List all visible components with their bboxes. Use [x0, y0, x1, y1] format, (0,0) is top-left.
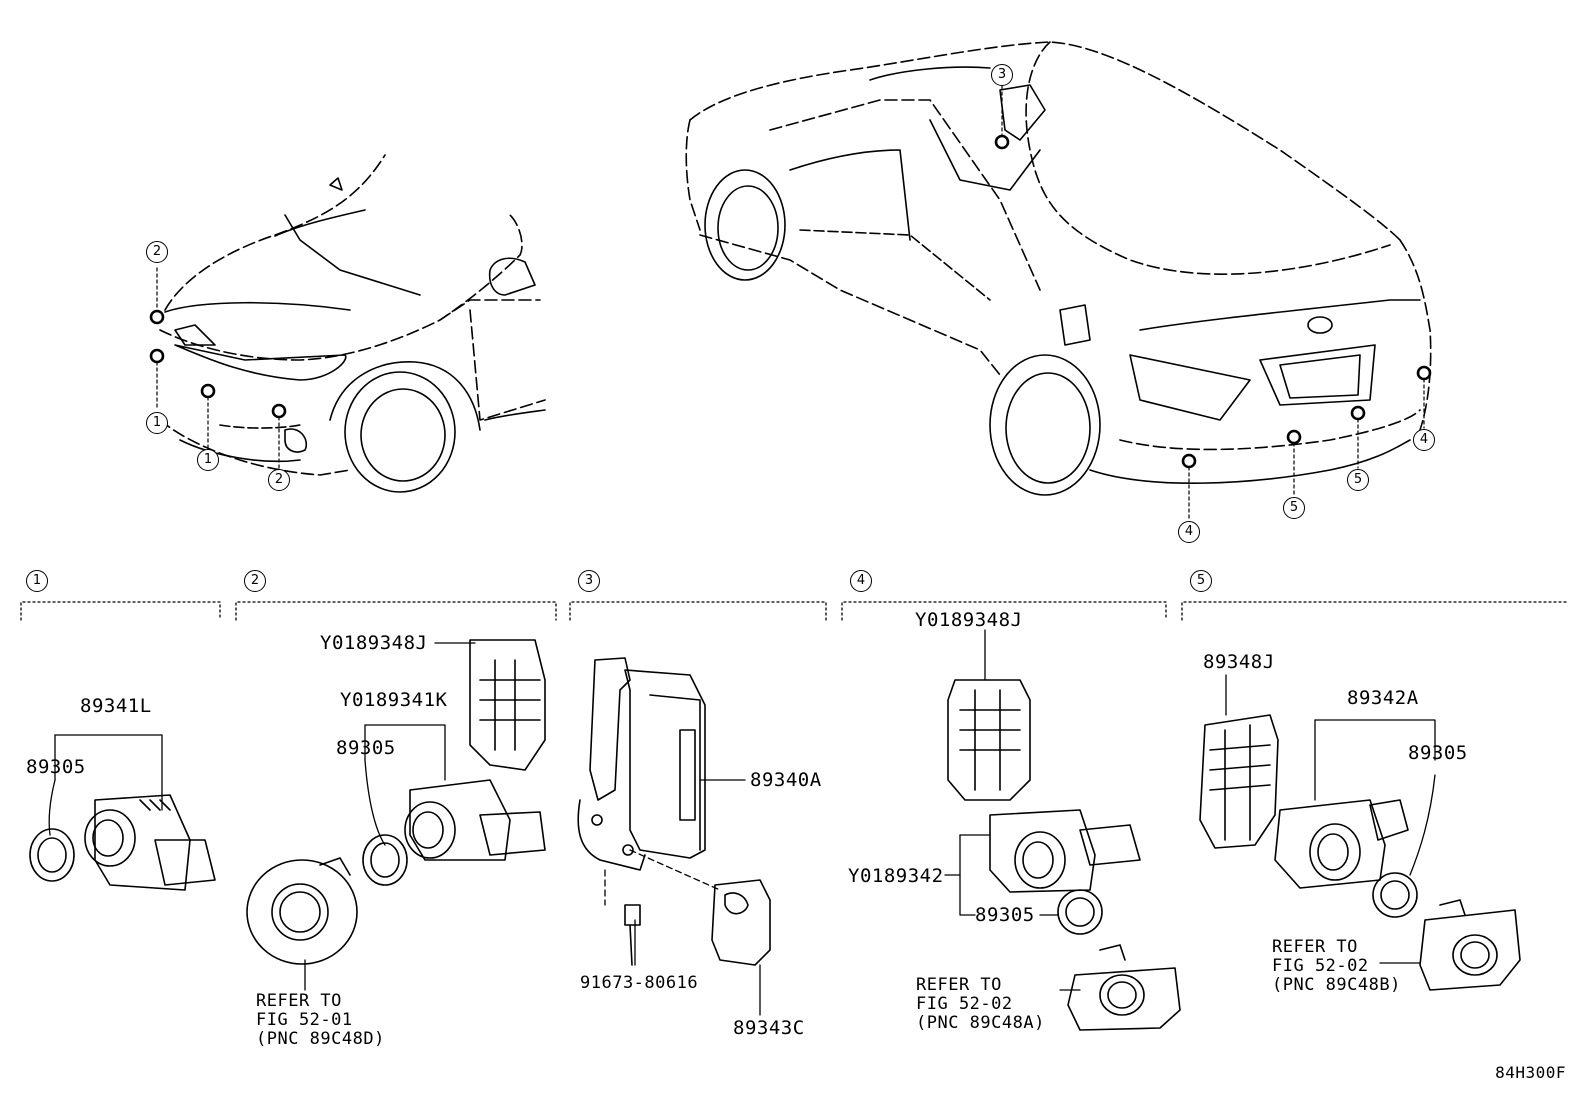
part-label-91673-80616: 91673-80616 [580, 973, 699, 993]
ref-s5-line2: FIG 52-02 [1272, 956, 1369, 976]
section-marker-3: 3 [578, 570, 600, 592]
leader-lines [48, 629, 1436, 1016]
part-label-s1-89305: 89305 [26, 756, 86, 778]
callout-front-2a: 2 [146, 241, 168, 263]
part-label-s5-89305: 89305 [1408, 742, 1468, 764]
section-brackets [20, 601, 1567, 621]
section-marker-4: 4 [850, 570, 872, 592]
ref-s2-line2: FIG 52-01 [256, 1010, 353, 1030]
part-label-89343C: 89343C [733, 1017, 805, 1039]
part-label-s4-89305: 89305 [975, 904, 1035, 926]
section-marker-5: 5 [1190, 570, 1212, 592]
part-label-89342A: 89342A [1347, 687, 1419, 709]
ref-s2-line1: REFER TO [256, 991, 342, 1011]
ref-s2-line3: (PNC 89C48D) [256, 1029, 385, 1049]
part-label-s4-Y0189348J: Y0189348J [915, 609, 1023, 631]
part-label-Y0189341K: Y0189341K [340, 689, 448, 711]
location-dot-leaders [156, 85, 1425, 521]
figure-id: 84H300F [1495, 1063, 1566, 1082]
callout-rear-5a: 5 [1283, 497, 1305, 519]
ref-s4-line3: (PNC 89C48A) [916, 1013, 1045, 1033]
part-sensor-s5 [1199, 714, 1521, 991]
part-label-89348J: 89348J [1203, 651, 1275, 673]
part-label-Y0189342: Y0189342 [848, 865, 944, 887]
part-label-89341L: 89341L [80, 695, 152, 717]
callout-front-2b: 2 [268, 469, 290, 491]
ref-s4-line1: REFER TO [916, 975, 1002, 995]
part-sensor-s2 [246, 639, 546, 965]
callout-front-1a: 1 [146, 412, 168, 434]
callout-rear-3: 3 [991, 64, 1013, 86]
callout-rear-4a: 4 [1178, 521, 1200, 543]
rear-car-illustration [685, 41, 1432, 496]
part-label-89340A: 89340A [750, 769, 822, 791]
ref-s4-line2: FIG 52-02 [916, 994, 1013, 1014]
ref-s5-line3: (PNC 89C48B) [1272, 975, 1401, 995]
part-ecu-s3 [577, 657, 771, 966]
part-label-s2-89305: 89305 [336, 737, 396, 759]
ref-s5-line1: REFER TO [1272, 937, 1358, 957]
front-car-illustration [159, 154, 546, 493]
part-sensor-s4 [947, 679, 1181, 1031]
part-sensor-s1 [29, 794, 216, 891]
callout-rear-5b: 5 [1347, 469, 1369, 491]
section-marker-1: 1 [26, 570, 48, 592]
location-dots [149, 134, 1432, 469]
callout-front-1b: 1 [197, 449, 219, 471]
section-marker-2: 2 [244, 570, 266, 592]
callout-rear-4b: 4 [1413, 429, 1435, 451]
part-label-s2-Y0189348J: Y0189348J [320, 632, 428, 654]
